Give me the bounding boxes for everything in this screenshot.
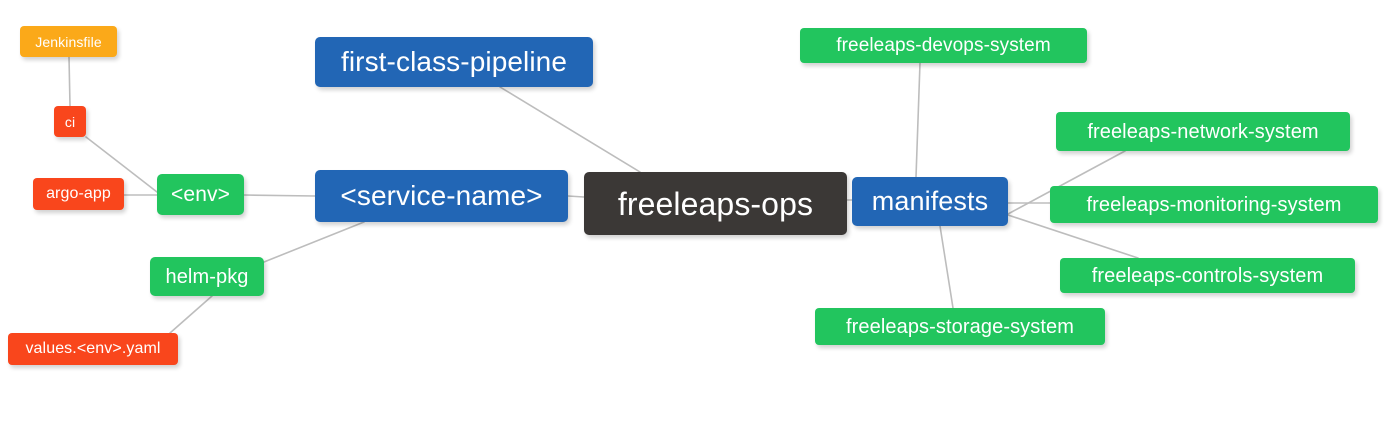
- node-label-freeleaps-controls-system: freeleaps-controls-system: [1091, 264, 1324, 287]
- node-freeleaps-controls-system[interactable]: freeleaps-controls-system: [1060, 258, 1355, 293]
- node-first-class-pipeline[interactable]: first-class-pipeline: [315, 37, 593, 87]
- node-label-manifests: manifests: [871, 186, 989, 216]
- node-freeleaps-storage-system[interactable]: freeleaps-storage-system: [815, 308, 1105, 345]
- node-argo-app[interactable]: argo-app: [33, 178, 124, 210]
- node-helm-pkg[interactable]: helm-pkg: [150, 257, 264, 296]
- node-freeleaps-network-system[interactable]: freeleaps-network-system: [1056, 112, 1350, 151]
- node-label-jenkinsfile: Jenkinsfile: [35, 33, 102, 50]
- node-label-ci: ci: [64, 113, 76, 130]
- node-values-yaml[interactable]: values.<env>.yaml: [8, 333, 178, 365]
- node-service-name[interactable]: <service-name>: [315, 170, 568, 222]
- node-label-values-yaml: values.<env>.yaml: [25, 340, 161, 357]
- edge-env-to-service-name: [243, 194, 316, 197]
- node-env[interactable]: <env>: [157, 174, 244, 215]
- node-manifests[interactable]: manifests: [852, 177, 1008, 226]
- node-label-first-class-pipeline: first-class-pipeline: [340, 46, 568, 77]
- node-freeleaps-ops[interactable]: freeleaps-ops: [584, 172, 847, 235]
- edge-helm-pkg-to-service-name: [263, 221, 365, 263]
- node-label-service-name: <service-name>: [340, 180, 543, 211]
- edge-manifests-to-freeleaps-storage-system: [939, 225, 954, 309]
- edge-first-class-pipeline-to-freeleaps-ops: [499, 86, 641, 173]
- node-freeleaps-devops-system[interactable]: freeleaps-devops-system: [800, 28, 1087, 63]
- node-label-freeleaps-devops-system: freeleaps-devops-system: [836, 35, 1051, 56]
- node-label-freeleaps-network-system: freeleaps-network-system: [1087, 120, 1319, 143]
- edge-service-name-to-freeleaps-ops: [567, 195, 585, 198]
- node-ci[interactable]: ci: [54, 106, 86, 137]
- node-label-helm-pkg: helm-pkg: [165, 265, 249, 288]
- node-label-freeleaps-ops: freeleaps-ops: [617, 185, 814, 222]
- node-label-freeleaps-storage-system: freeleaps-storage-system: [845, 315, 1075, 338]
- edge-freeleaps-devops-system-to-manifests: [915, 62, 921, 178]
- node-label-freeleaps-monitoring-system: freeleaps-monitoring-system: [1086, 193, 1342, 216]
- node-freeleaps-monitoring-system[interactable]: freeleaps-monitoring-system: [1050, 186, 1378, 223]
- edge-jenkinsfile-to-ci: [68, 56, 71, 107]
- node-label-env: <env>: [171, 183, 230, 206]
- node-label-argo-app: argo-app: [46, 185, 111, 202]
- edge-values-yaml-to-helm-pkg: [169, 295, 213, 334]
- node-jenkinsfile[interactable]: Jenkinsfile: [20, 26, 117, 57]
